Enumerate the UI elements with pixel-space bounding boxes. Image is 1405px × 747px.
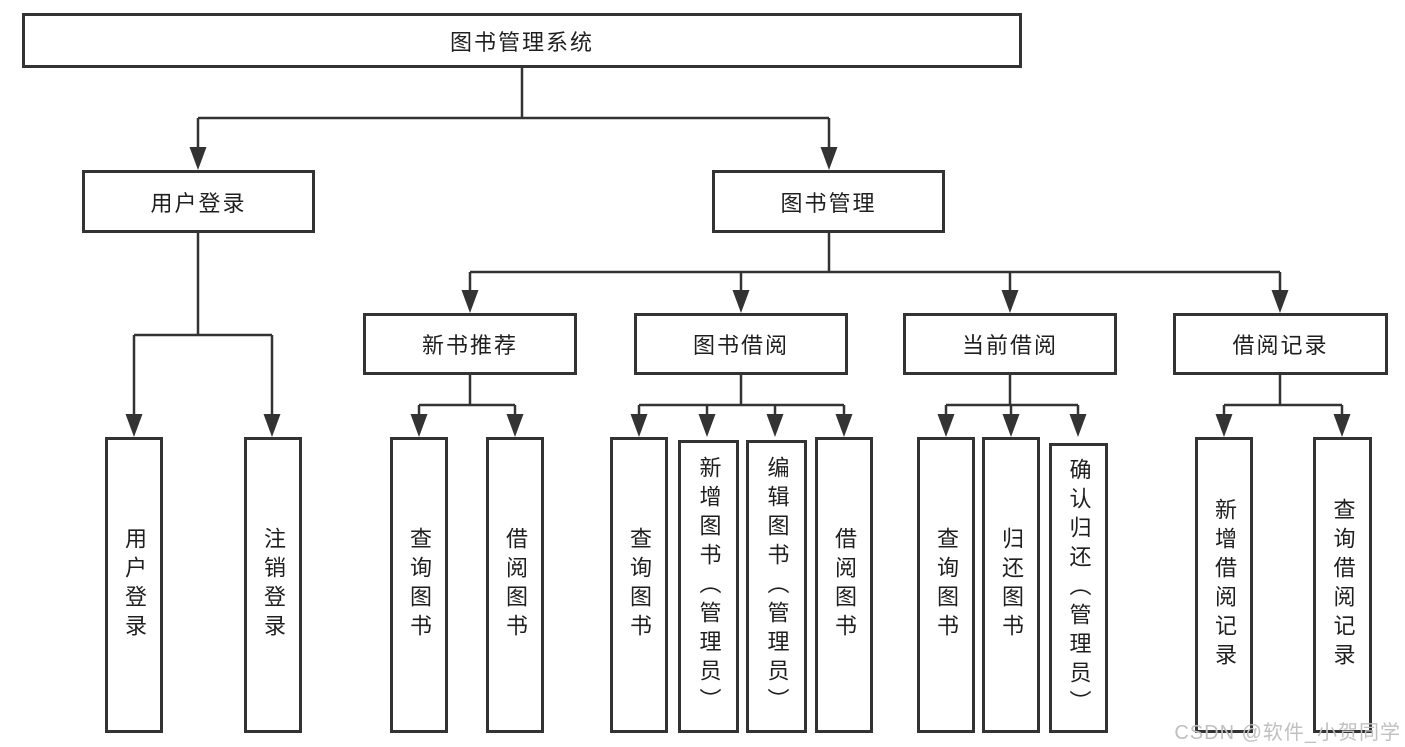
node-label: 图书管理: [780, 190, 877, 216]
node-book-management: 图书管理: [712, 170, 945, 233]
node-book-borrowing: 图书借阅: [634, 313, 848, 375]
node-borrowing-records: 借阅记录: [1173, 313, 1388, 375]
arrowhead-icon: [630, 414, 648, 437]
csdn-watermark: CSDN @软件_小贺同学: [1174, 722, 1401, 744]
node-label: 归还图书: [999, 527, 1024, 643]
node-leaf-query-books-recommend: 查询图书: [390, 437, 448, 733]
node-label: 编辑图书（管理员）: [764, 456, 790, 717]
node-label: 借阅记录: [1232, 333, 1329, 358]
node-leaf-query-borrow-record: 查询借阅记录: [1313, 437, 1372, 733]
arrowhead-icon: [835, 414, 853, 437]
arrowhead-icon: [820, 147, 838, 170]
node-leaf-user-login: 用户登录: [105, 437, 163, 733]
node-new-book-recommend: 新书推荐: [363, 313, 577, 375]
node-user-login: 用户登录: [82, 170, 315, 233]
arrowhead-icon: [189, 147, 207, 170]
connector-paths: [132, 68, 1344, 416]
node-label: 用户登录: [150, 190, 247, 216]
node-label: 用户登录: [122, 527, 147, 643]
node-label: 借阅图书: [832, 527, 857, 643]
arrowhead-icon: [732, 290, 750, 313]
node-root: 图书管理系统: [22, 13, 1022, 68]
node-leaf-edit-book-admin: 编辑图书（管理员）: [746, 440, 807, 733]
arrowhead-icon: [506, 414, 524, 437]
arrowhead-icon: [1271, 290, 1289, 313]
node-label: 查询图书: [627, 527, 652, 643]
node-label: 注销登录: [261, 527, 286, 643]
arrowhead-icon: [1215, 414, 1233, 437]
node-leaf-logout: 注销登录: [244, 437, 302, 733]
arrowhead-icon: [410, 414, 428, 437]
node-leaf-query-books-borrow: 查询图书: [610, 437, 668, 733]
node-current-borrowing: 当前借阅: [903, 313, 1117, 375]
arrowhead-icon: [766, 414, 784, 437]
node-leaf-borrow-books-recommend: 借阅图书: [486, 437, 544, 733]
node-label: 确认归还（管理员）: [1066, 457, 1092, 719]
arrowheads: [125, 147, 1351, 437]
arrowhead-icon: [1001, 290, 1019, 313]
node-leaf-add-book-admin: 新增图书（管理员）: [678, 440, 739, 733]
node-label: 图书管理系统: [449, 29, 594, 55]
node-label: 查询图书: [934, 527, 959, 643]
node-leaf-return-book: 归还图书: [982, 437, 1040, 733]
arrowhead-icon: [937, 414, 955, 437]
arrowhead-icon: [1002, 414, 1020, 437]
node-label: 新增借阅记录: [1212, 498, 1237, 672]
arrowhead-icon: [125, 414, 143, 437]
arrowhead-icon: [1333, 414, 1351, 437]
node-label: 查询图书: [407, 527, 432, 643]
node-leaf-query-books-current: 查询图书: [917, 437, 975, 733]
arrowhead-icon: [1069, 414, 1087, 437]
node-leaf-add-borrow-record: 新增借阅记录: [1195, 437, 1253, 733]
node-label: 当前借阅: [961, 333, 1058, 358]
node-label: 图书借阅: [692, 333, 789, 358]
node-label: 新增图书（管理员）: [696, 456, 722, 717]
node-label: 新书推荐: [421, 333, 518, 358]
node-leaf-confirm-return-admin: 确认归还（管理员）: [1049, 443, 1108, 733]
arrowhead-icon: [263, 414, 281, 437]
arrowhead-icon: [698, 414, 716, 437]
node-leaf-borrow-books-borrow: 借阅图书: [815, 437, 873, 733]
arrowhead-icon: [461, 290, 479, 313]
node-label: 借阅图书: [503, 527, 528, 643]
node-label: 查询借阅记录: [1330, 498, 1356, 672]
